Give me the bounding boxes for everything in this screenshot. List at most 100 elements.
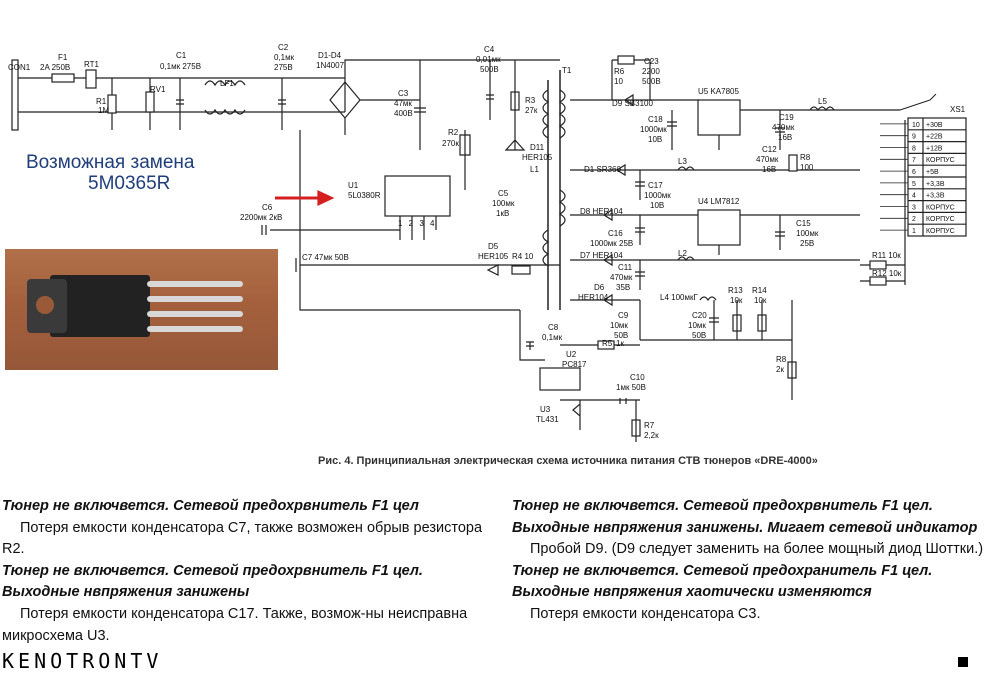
label-c9-val2: 50B — [614, 331, 628, 340]
xs1-pin-label: КОРПУС — [926, 228, 955, 235]
label-c19-val2: 16B — [778, 133, 792, 142]
label-c2: C2 — [278, 43, 289, 52]
xs1-pin-number: 3 — [912, 204, 916, 211]
replacement-note: Возможная замена 5M0365R — [26, 152, 194, 194]
label-xs1: XS1 — [950, 105, 966, 114]
xs1-pin-label: +12B — [926, 145, 943, 152]
label-c5: C5 — [498, 189, 509, 198]
xs1-pin-label: КОРПУС — [926, 204, 955, 211]
ic-package-body — [50, 275, 150, 337]
right-para-1: Пробой D9. (D9 следует заменить на более… — [530, 541, 984, 558]
label-c23-val1: 2200 — [642, 67, 660, 76]
xs1-pin-number: 8 — [912, 145, 916, 152]
label-c9: C9 — [618, 311, 629, 320]
c1-capacitor — [176, 99, 184, 105]
label-r5-val: 1к — [616, 339, 624, 348]
label-c20-val1: 10мк — [688, 321, 706, 330]
label-d5-val: HER105 — [478, 252, 509, 261]
label-rt1: RT1 — [84, 60, 100, 69]
right-para-2: Потеря емкости конденсатора С3. — [530, 605, 761, 622]
ic-pins — [147, 281, 243, 332]
label-d6: D6 — [594, 283, 605, 292]
label-c20-val2: 50B — [692, 331, 706, 340]
label-c18-val1: 1000мк — [640, 125, 667, 134]
label-c19: C19 — [779, 113, 794, 122]
label-c4-val1: 0,01мк — [476, 55, 501, 64]
label-u2: U2 — [566, 350, 577, 359]
label-u5: U5 KA7805 — [698, 87, 739, 96]
label-r8: R8 — [800, 153, 811, 162]
figure-caption: Рис. 4. Принципиальная электрическая схе… — [318, 455, 818, 467]
label-c18-val2: 10B — [648, 135, 662, 144]
label-c4: C4 — [484, 45, 495, 54]
rv1-varistor — [145, 91, 155, 113]
watermark: KENOTRONTV — [2, 650, 166, 672]
label-d1: D1 SR360 — [584, 165, 621, 174]
label-c11-val2: 35B — [616, 283, 630, 292]
label-c20: C20 — [692, 311, 707, 320]
label-c7: C7 47мк 50B — [302, 253, 349, 262]
label-r13-val: 10к — [730, 296, 743, 305]
label-r14-val: 10к — [754, 296, 767, 305]
label-d11: D11 — [530, 143, 545, 152]
label-u1-val: 5L0380R — [348, 191, 381, 200]
label-c1: C1 — [176, 51, 187, 60]
label-t1: T1 — [562, 66, 572, 75]
label-c11: C11 — [618, 263, 633, 272]
label-d1d4-val: 1N4007 — [316, 61, 345, 70]
component-photo — [5, 249, 278, 370]
c4-capacitor — [486, 94, 494, 100]
red-arrow-icon — [317, 190, 335, 206]
label-r11: R11 10к — [872, 251, 901, 260]
label-r4: R4 10 — [512, 252, 534, 261]
c3-capacitor — [414, 100, 426, 150]
label-c4-val2: 500B — [480, 65, 499, 74]
label-d8: D8 HER104 — [580, 207, 623, 216]
label-c16: C16 — [608, 229, 623, 238]
label-c15-val1: 100мк — [796, 229, 819, 238]
label-c1-val: 0,1мк 275B — [160, 62, 201, 71]
ic-mount-hole — [36, 296, 54, 314]
xs1-pin-label: +3,3B — [926, 181, 945, 188]
xs1-pin-number: 6 — [912, 169, 916, 176]
label-u1: U1 — [348, 181, 359, 190]
label-c5-val1: 100мк — [492, 199, 515, 208]
label-c18: C18 — [648, 115, 663, 124]
xs1-pin-label: +30B — [926, 122, 943, 129]
l4-inductor — [699, 296, 717, 302]
left-heading-2: Тюнер не включвется. Сетевой предохрвнит… — [2, 562, 423, 601]
label-c6: C6 — [262, 203, 273, 212]
replacement-note-line2: 5M0365R — [88, 173, 171, 194]
r8-resistor — [788, 154, 798, 172]
label-c3: C3 — [398, 89, 409, 98]
label-c9-val1: 10мк — [610, 321, 628, 330]
label-con1: CON1 — [8, 63, 31, 72]
label-r8b: R8 — [776, 355, 787, 364]
l5-inductor — [809, 106, 835, 112]
label-l4: L4 100мкГ — [660, 293, 698, 302]
right-heading-1: Тюнер не включвется. Сетевой предохрвнит… — [512, 498, 978, 536]
label-r7: R7 — [644, 421, 655, 430]
xs1-pin-number: 7 — [912, 157, 916, 164]
label-r2: R2 — [448, 128, 459, 137]
label-c17-val2: 10B — [650, 201, 664, 210]
label-c3-val1: 47мк — [394, 99, 412, 108]
label-c15: C15 — [796, 219, 811, 228]
label-c23-val2: 500B — [642, 77, 661, 86]
label-c8: C8 — [548, 323, 559, 332]
article-left-column: Тюнер не включвется. Сетевой предохрвнит… — [2, 496, 485, 647]
label-c12: C12 — [762, 145, 777, 154]
con1-connector — [11, 59, 19, 131]
label-c12-val2: 16B — [762, 165, 776, 174]
f1-fuse — [51, 73, 75, 83]
label-l1: L1 — [530, 165, 539, 174]
l2-inductor — [677, 256, 695, 262]
label-u1-pins: 1 2 3 4 — [398, 219, 435, 228]
label-c16-val: 1000мк 25B — [590, 239, 633, 248]
xs1-pin-label: КОРПУС — [926, 216, 955, 223]
xs1-pin-label: +3,3B — [926, 193, 945, 200]
label-d6-val: HER104 — [578, 293, 609, 302]
label-d11-val: HER105 — [522, 153, 553, 162]
